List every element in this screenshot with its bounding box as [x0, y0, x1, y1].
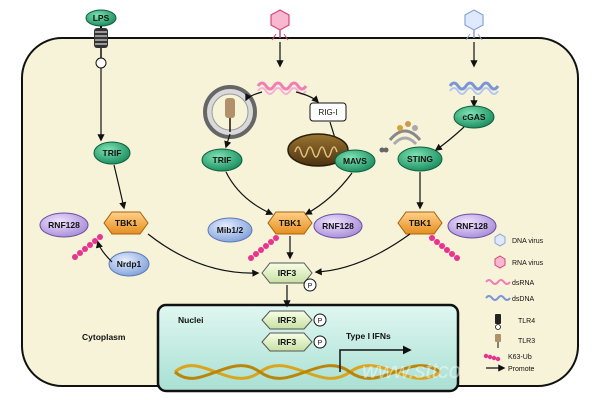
svg-text:cGAS: cGAS	[462, 112, 485, 122]
svg-text:IRF3: IRF3	[278, 268, 297, 278]
nrdp1-protein: Nrdp1	[108, 251, 150, 277]
dsrna-icon	[485, 279, 511, 285]
er-icon	[379, 121, 422, 153]
svg-text:IRF3: IRF3	[278, 315, 297, 325]
irf3-cytoplasm: IRF3 P	[261, 262, 317, 292]
k63-ub-chain-right	[429, 235, 460, 261]
svg-text:TRIF: TRIF	[213, 155, 232, 165]
svg-text:RIG-I: RIG-I	[318, 108, 337, 117]
dna-helix	[174, 364, 441, 380]
arrow-promote-ifn	[339, 345, 412, 372]
nucleus-label: Nuclei	[178, 315, 204, 325]
rna-virus-icon	[270, 9, 290, 41]
rna-virus-icon	[494, 255, 506, 269]
legend-k63-ub: K63-Ub	[483, 353, 532, 362]
k63-ub-icon	[483, 353, 489, 359]
type-i-ifns-label: Type I IFNs	[346, 331, 391, 341]
svg-text:dsDNA: dsDNA	[512, 296, 535, 303]
svg-text:IRF3: IRF3	[278, 337, 297, 347]
svg-text:P: P	[308, 283, 313, 290]
legend-dsdna: dsDNA	[485, 295, 535, 303]
watermark: www.sttco	[362, 358, 461, 383]
arrow-nrdp1-rnf128	[95, 240, 113, 263]
svg-text:K63-Ub: K63-Ub	[508, 354, 532, 361]
cgas-protein: cGAS	[453, 105, 495, 129]
tlr4-icon	[495, 314, 501, 324]
svg-text:TLR4: TLR4	[518, 318, 535, 325]
svg-text:RNA virus: RNA virus	[512, 260, 544, 267]
svg-text:MAVS: MAVS	[343, 156, 367, 166]
legend-tlr3: TLR3	[495, 334, 535, 348]
arrow-tbk1right-irf3	[314, 233, 411, 276]
svg-text:RNF128: RNF128	[456, 221, 488, 231]
dna-virus-icon	[494, 233, 506, 247]
rnf128-right: RNF128	[447, 213, 497, 239]
arrow-dsrna-rigi	[295, 91, 320, 104]
irf3-nuclear-2: IRF3 P	[261, 332, 327, 352]
svg-text:Nrdp1: Nrdp1	[117, 259, 142, 269]
dsrna-icon	[256, 81, 308, 91]
arrow-trif-tbk1-left	[113, 164, 127, 210]
legend: DNA virus RNA virus dsRNA dsDNA TLR4 TLR…	[483, 233, 544, 373]
tbk1-left: TBK1	[103, 211, 149, 235]
rnf128-left: RNF128	[39, 212, 89, 238]
irf3-nuclear-1: IRF3 P	[261, 310, 327, 330]
svg-text:STING: STING	[407, 154, 433, 164]
mib12-protein: Mib1/2	[207, 217, 253, 243]
rnf128-mid: RNF128	[313, 213, 363, 239]
legend-promote: Promote	[486, 364, 535, 373]
k63-ub-chain-mid	[248, 235, 279, 261]
legend-rna-virus: RNA virus	[494, 255, 544, 269]
svg-text:dsRNA: dsRNA	[512, 280, 535, 287]
cytoplasm-label: Cytoplasm	[82, 332, 126, 342]
tlr4-receptor-icon	[94, 26, 108, 69]
svg-text:RNF128: RNF128	[322, 221, 354, 231]
lps-ligand: LPS	[85, 9, 117, 27]
svg-text:P: P	[318, 340, 323, 347]
svg-text:TBK1: TBK1	[409, 218, 431, 228]
legend-dna-virus: DNA virus	[494, 233, 544, 247]
tbk1-right: TBK1	[397, 211, 443, 235]
endosome-tlr3	[203, 85, 257, 139]
legend-tlr4: TLR4	[495, 314, 535, 330]
svg-text:P: P	[318, 318, 323, 325]
svg-text:DNA virus: DNA virus	[512, 238, 544, 245]
tbk1-mid: TBK1	[267, 211, 313, 235]
svg-text:TRIF: TRIF	[103, 148, 122, 158]
dsdna-icon	[448, 81, 500, 91]
arrow-tlr3-trif	[224, 133, 232, 149]
svg-text:TBK1: TBK1	[279, 218, 301, 228]
svg-text:Mib1/2: Mib1/2	[217, 225, 244, 235]
dna-virus-icon	[464, 9, 484, 41]
svg-text:TBK1: TBK1	[115, 218, 137, 228]
svg-text:Promote: Promote	[508, 366, 535, 373]
svg-text:LPS: LPS	[93, 13, 110, 23]
arrow-dsrna-endosome	[245, 91, 263, 102]
tlr3-icon	[495, 334, 501, 342]
dsdna-icon	[485, 295, 511, 301]
mitochondrion	[287, 133, 349, 167]
rig-i-protein: RIG-I	[309, 102, 347, 122]
trif-left-protein: TRIF	[93, 141, 131, 165]
mavs-protein: MAVS	[334, 149, 376, 173]
svg-text:TLR3: TLR3	[518, 338, 535, 345]
svg-text:RNF128: RNF128	[48, 220, 80, 230]
trif-mid-protein: TRIF	[201, 148, 243, 172]
arrow-trif-tbk1-mid	[225, 171, 274, 215]
arrow-mavs-tbk1-mid	[304, 172, 353, 215]
sting-protein: STING	[397, 146, 443, 172]
legend-dsrna: dsRNA	[485, 279, 535, 287]
arrow-tbk1left-irf3	[147, 233, 260, 277]
arrow-cgas-sting	[434, 126, 465, 151]
